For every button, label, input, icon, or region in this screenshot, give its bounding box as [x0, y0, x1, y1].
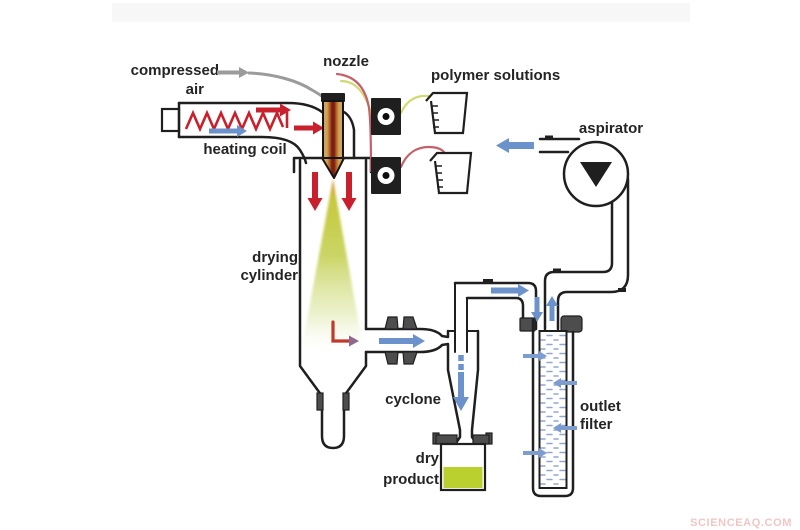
pipe-top-wall: [453, 281, 538, 331]
cylinder-body-wall: [298, 158, 368, 450]
spray-cone: [302, 179, 363, 347]
label-heating-coil: heating coil: [203, 141, 286, 158]
drain-clamp-left: [316, 392, 324, 411]
filter-inflow-arrow-icon: [553, 378, 577, 388]
cyclone-right-wall: [470, 329, 480, 445]
compressed-air-arrow-icon: [217, 67, 249, 78]
pipe-outer-wall: [556, 177, 630, 331]
label-drying-cylinder-line2: cylinder: [240, 267, 298, 284]
filter-housing: [531, 318, 575, 498]
heating-pipe-assembly: heating coil: [160, 101, 356, 165]
drying-cylinder: drying cylinder: [240, 156, 373, 450]
airflow-arrow-icon: [209, 125, 247, 137]
beaker-graduations: [432, 105, 439, 128]
drain-clamp-right: [342, 392, 350, 411]
pipe-flange: [384, 316, 399, 330]
dry-product-fill: [443, 467, 483, 488]
pipe-flange: [402, 316, 418, 330]
compressed-air-hose: [247, 71, 326, 100]
filter-inflow-arrow-icon: [523, 448, 547, 458]
filter-element: [538, 330, 568, 489]
airflow-arrow-icon: [491, 284, 529, 297]
airflow-up-arrow-icon: [546, 296, 558, 321]
exhaust-arrow-icon: [496, 138, 534, 153]
polymer-tube-red: [335, 72, 373, 173]
hot-air-arrow-icon: [256, 103, 291, 117]
pipe-top-wall: [177, 101, 324, 114]
hot-air-down-arrow-icon: [307, 172, 323, 211]
product-path-arrowhead: [349, 335, 359, 347]
outlet-pipe-top-wall: [364, 327, 450, 339]
filter-flange-left: [519, 317, 536, 332]
pipe-bottom-wall: [465, 296, 525, 320]
pipe-inlet-cap: [160, 107, 181, 133]
pipe-flange: [402, 351, 418, 365]
peristaltic-pump-1: [371, 98, 401, 135]
beaker-green-polymer: [425, 91, 469, 135]
label-polymer-solutions: polymer solutions: [431, 67, 560, 84]
pump-hub-icon: [382, 172, 390, 179]
aspirator-rotor-icon: [580, 162, 612, 187]
beaker-graduations: [436, 165, 443, 188]
pipe-joint-mark: [618, 288, 626, 292]
airflow-arrow-icon: [379, 334, 425, 348]
nozzle-body: [322, 100, 344, 159]
product-path-arrow: [331, 320, 351, 343]
hot-air-arrow-icon: [294, 121, 324, 135]
cylinder-outlet-pipe: [364, 316, 450, 365]
page-artifact-bar: [112, 3, 690, 22]
polymer-feed-section: polymer solutions: [335, 67, 560, 195]
heating-coil-element: [184, 109, 285, 133]
pipe-flange: [384, 351, 399, 365]
filter-flange-right: [560, 315, 583, 333]
cyclone: cyclone: [385, 282, 480, 445]
beaker-red-polymer: [429, 151, 473, 195]
label-nozzle: nozzle: [323, 53, 369, 70]
collector-rim-right: [472, 434, 490, 445]
pipe-joint-mark: [545, 135, 553, 140]
label-outlet-filter-line2: filter: [580, 416, 613, 433]
pipe-inner-wall: [543, 200, 614, 331]
aspirator: aspirator: [496, 120, 643, 208]
nozzle-cap: [321, 93, 345, 102]
airflow-down-arrow-icon: [453, 372, 469, 411]
hot-air-down-arrow-icon: [341, 172, 357, 211]
collector-rim-left: [435, 434, 458, 445]
cylinder-lid-left: [292, 156, 325, 174]
label-outlet-filter-line1: outlet: [580, 398, 621, 415]
nozzle-tip: [321, 157, 345, 179]
exhaust-piping: [453, 177, 630, 331]
pump-hub-icon: [382, 113, 390, 120]
watermark: SCIENCEAQ.COM: [690, 517, 792, 529]
compressed-air-section: compressed air: [131, 62, 326, 100]
label-compressed-air-line2: air: [186, 81, 205, 98]
label-cyclone: cyclone: [385, 391, 441, 408]
filter-inflow-arrow-icon: [553, 423, 577, 433]
pipe-right-elbow-wall: [342, 110, 356, 160]
outlet-filter: outlet filter: [519, 315, 621, 498]
peristaltic-pump-2: [371, 157, 401, 194]
label-dry-product-line1: dry: [416, 450, 440, 467]
pipe-joint-mark: [553, 268, 561, 273]
label-dry-product-line2: product: [383, 471, 439, 488]
label-compressed-air-line1: compressed: [131, 62, 219, 79]
label-aspirator: aspirator: [579, 120, 643, 137]
nozzle-assembly: nozzle: [321, 53, 369, 179]
dry-product-collector: dry product: [383, 432, 493, 492]
pipe-joint-mark: [483, 279, 493, 283]
label-drying-cylinder-line1: drying: [252, 249, 298, 266]
airflow-down-arrow-icon: [531, 297, 543, 322]
outlet-pipe-bottom-wall: [364, 342, 450, 354]
pipe-bottom-wall: [177, 135, 308, 165]
filter-inflow-arrow-icon: [523, 351, 547, 361]
